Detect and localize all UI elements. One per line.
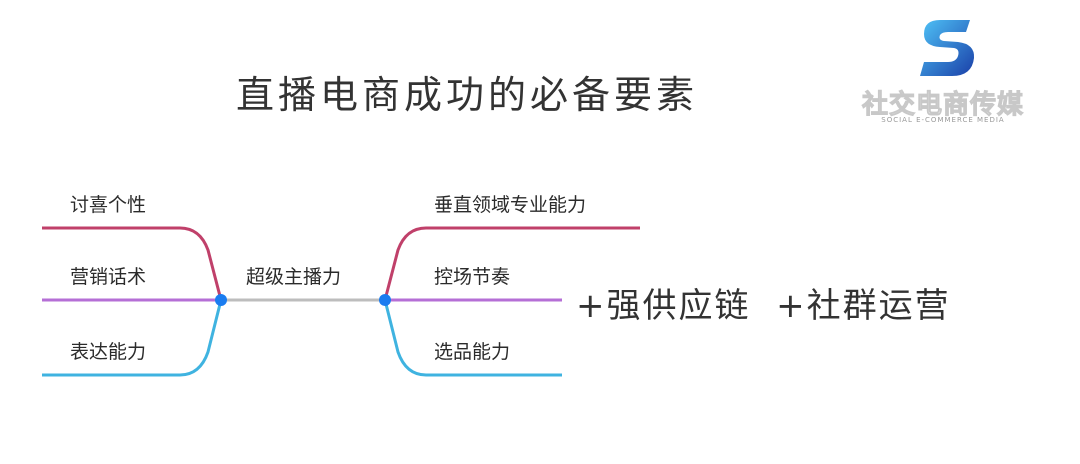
- node-dot-left: [215, 294, 227, 306]
- branch-label-left-bottom: 表达能力: [70, 341, 147, 363]
- logo-name-en: SOCIAL E-COMMERCE MEDIA: [881, 116, 1005, 124]
- logo-name-cn: 社交电商传媒: [861, 90, 1024, 121]
- branch-line-right-bottom: [383, 299, 562, 377]
- branch-line-right-top: [383, 226, 640, 301]
- branch-label-left-top: 讨喜个性: [70, 194, 147, 216]
- brand-logo: 社交电商传媒 SOCIAL E-COMMERCE MEDIA: [838, 14, 1048, 124]
- logo-s-icon: [920, 20, 975, 76]
- branch-label-left-mid: 营销话术: [70, 266, 147, 288]
- branch-label-right-bottom: 选品能力: [434, 341, 511, 363]
- branch-label-right-mid: 控场节奏: [434, 266, 511, 288]
- page-title: 直播电商成功的必备要素: [236, 73, 699, 117]
- extra-factors-text: +强供应链 +社群运营: [576, 286, 951, 326]
- branch-line-left-bottom: [42, 299, 223, 377]
- node-dot-right: [379, 294, 391, 306]
- center-node-label: 超级主播力: [246, 266, 342, 288]
- branch-label-right-top: 垂直领域专业能力: [434, 194, 587, 216]
- branch-line-left-top: [42, 226, 223, 301]
